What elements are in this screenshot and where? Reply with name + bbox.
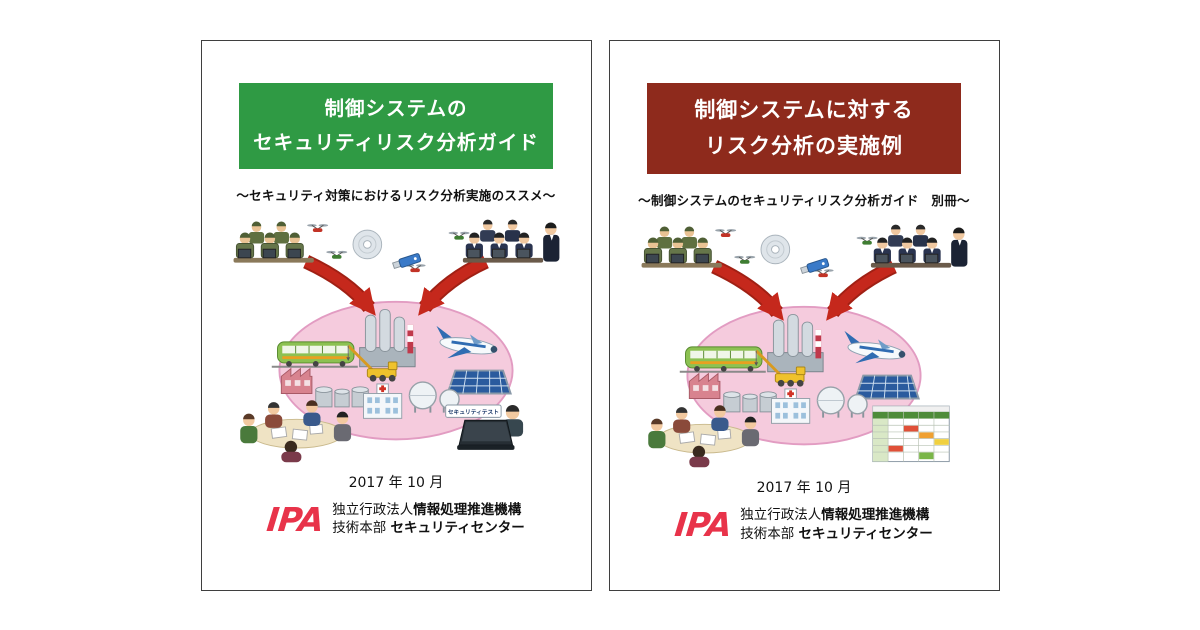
dept-name: セキュリティセンター (390, 520, 525, 537)
cover-annex-title-banner: 制御システムに対する リスク分析の実施例 (647, 82, 961, 174)
cover-annex-title-line2: リスク分析の実施例 (705, 134, 903, 159)
publisher-block: IPA 独立行政法人情報処理推進機構 技術本部 セキュリティセンター (673, 505, 933, 545)
org-name: 情報処理推進機構 (821, 507, 930, 523)
publisher-text: 独立行政法人情報処理推進機構 技術本部 セキュリティセンター (740, 506, 933, 543)
org-prefix: 独立行政法人 (740, 507, 822, 523)
ipa-logo: IPA (265, 499, 326, 539)
cover-guide-date: 2017 年 10 月 (348, 474, 444, 491)
cover-annex: 制御システムに対する リスク分析の実施例 ～制御システムのセキュリティリスク分析… (608, 39, 1000, 591)
cover-guide-title-line1: 制御システムの (324, 96, 468, 120)
publisher-line1: 独立行政法人情報処理推進機構 (740, 506, 933, 525)
publisher-line2: 技術本部 セキュリティセンター (740, 525, 933, 544)
dept-prefix: 技術本部 (740, 525, 799, 542)
dept-prefix: 技術本部 (332, 520, 391, 537)
publisher-text: 独立行政法人情報処理推進機構 技術本部 セキュリティセンター (332, 501, 525, 538)
publisher-line1: 独立行政法人情報処理推進機構 (332, 501, 525, 520)
publisher-block: IPA 独立行政法人情報処理推進機構 技術本部 セキュリティセンター (265, 499, 525, 539)
org-name: 情報処理推進機構 (413, 501, 522, 518)
cover-guide: 制御システムの セキュリティリスク分析ガイド ～セキュリティ対策におけるリスク分… (200, 39, 592, 591)
cover-guide-title-banner: 制御システムの セキュリティリスク分析ガイド (239, 82, 553, 169)
cover-annex-subtitle: ～制御システムのセキュリティリスク分析ガイド 別冊～ (638, 193, 970, 208)
cover-annex-illustration (632, 219, 976, 471)
org-prefix: 独立行政法人 (332, 501, 414, 518)
cover-annex-date: 2017 年 10 月 (756, 480, 852, 496)
dept-name: セキュリティセンター (798, 525, 933, 542)
cover-guide-title-line2: セキュリティリスク分析ガイド (253, 130, 539, 154)
publisher-line2: 技術本部 セキュリティセンター (332, 519, 525, 538)
cover-guide-subtitle: ～セキュリティ対策におけるリスク分析実施のススメ～ (236, 187, 556, 203)
cover-annex-title-line1: 制御システムに対する (694, 97, 914, 122)
ipa-logo: IPA (673, 505, 734, 545)
cover-guide-illustration (224, 214, 568, 466)
